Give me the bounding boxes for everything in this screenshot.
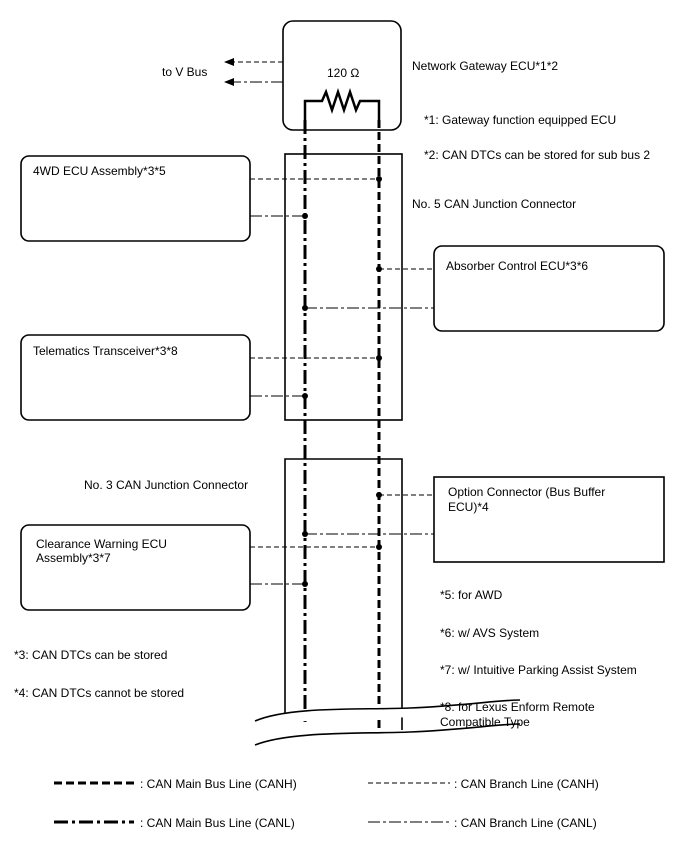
absorber-ecu-box — [433, 245, 665, 332]
v-bus-arrow-l-icon — [224, 78, 234, 86]
telematics-label: Telematics Transceiver*3*8 — [33, 344, 178, 358]
legend-main-canh-label: : CAN Main Bus Line (CANH) — [140, 777, 297, 791]
break-mark — [248, 696, 521, 731]
legend-branch-canh-label: : CAN Branch Line (CANH) — [454, 777, 599, 791]
clearance-ecu-label-2: Assembly*3*7 — [36, 551, 111, 565]
option-connector-box — [433, 476, 665, 563]
telematics-box — [20, 334, 251, 421]
legend-branch-canl-label: : CAN Branch Line (CANL) — [454, 816, 597, 830]
note-7: *7: w/ Intuitive Parking Assist System — [440, 663, 637, 677]
note-4: *4: CAN DTCs cannot be stored — [14, 686, 184, 700]
note-5: *5: for AWD — [440, 588, 503, 602]
note-6: *6: w/ AVS System — [440, 626, 539, 640]
gateway-ecu-label: Network Gateway ECU*1*2 — [412, 59, 558, 73]
clearance-canl-junction — [302, 581, 308, 587]
awd-ecu-box — [20, 155, 251, 242]
awd-ecu-label: 4WD ECU Assembly*3*5 — [33, 164, 166, 178]
clearance-ecu-box — [20, 524, 251, 611]
gateway-ecu-box — [282, 20, 402, 131]
telematics-canl-junction — [302, 393, 308, 399]
note-1: *1: Gateway function equipped ECU — [424, 113, 616, 127]
break-line-upper — [254, 699, 521, 722]
option-canh-junction — [376, 492, 382, 498]
junction-connector-no3-label: No. 3 CAN Junction Connector — [84, 478, 248, 492]
resistor-icon — [303, 88, 381, 120]
telematics-canh-junction — [376, 355, 382, 361]
option-connector-label-1: Option Connector (Bus Buffer — [448, 485, 605, 499]
option-connector-label-2: ECU)*4 — [448, 500, 489, 514]
awd-canh-junction — [376, 176, 382, 182]
absorber-canh-junction — [376, 266, 382, 272]
v-bus-arrow-h-icon — [224, 58, 234, 66]
note-8-line-1: *8: for Lexus Enform Remote — [440, 700, 595, 714]
resistor-label: 120 Ω — [327, 66, 359, 80]
option-canl-junction — [302, 531, 308, 537]
junction-connector-no3 — [284, 458, 403, 730]
break-line-lower — [254, 723, 521, 746]
junction-connector-no5 — [284, 153, 403, 421]
legend-main-canl-label: : CAN Main Bus Line (CANL) — [140, 816, 295, 830]
clearance-ecu-label-1: Clearance Warning ECU — [36, 537, 167, 551]
to-v-bus-label: to V Bus — [162, 65, 207, 79]
absorber-ecu-label: Absorber Control ECU*3*6 — [446, 259, 588, 273]
absorber-canl-junction — [302, 305, 308, 311]
clearance-canh-junction — [376, 544, 382, 550]
note-8-line-2: Compatible Type — [440, 715, 530, 729]
note-3: *3: CAN DTCs can be stored — [14, 648, 167, 662]
note-2: *2: CAN DTCs can be stored for sub bus 2 — [424, 148, 650, 162]
awd-canl-junction — [302, 213, 308, 219]
junction-connector-no3-fill — [286, 460, 401, 714]
junction-connector-no5-label: No. 5 CAN Junction Connector — [412, 197, 576, 211]
